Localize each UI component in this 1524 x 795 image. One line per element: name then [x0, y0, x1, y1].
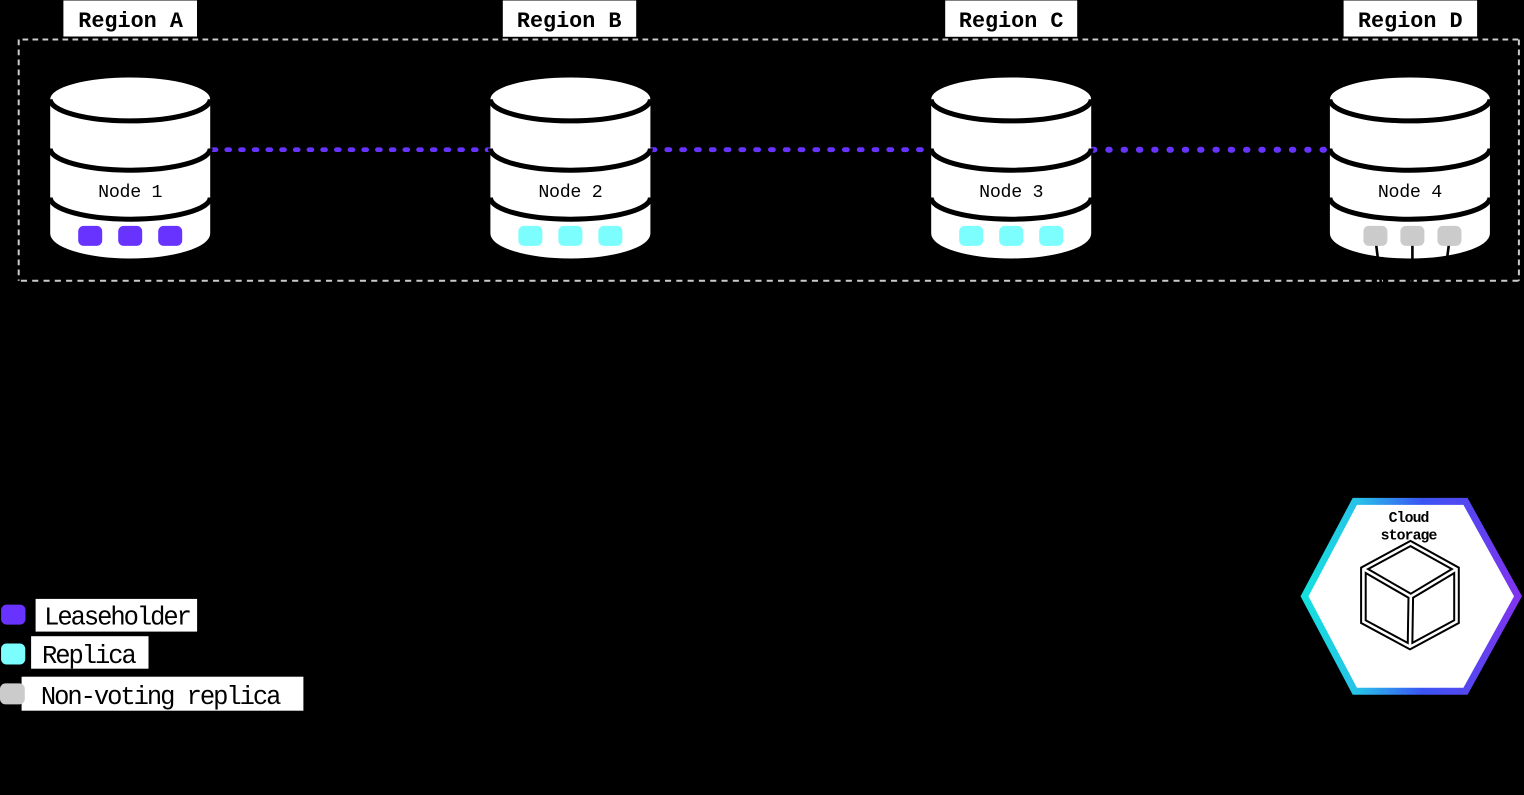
svg-text:storage: storage — [1381, 529, 1438, 545]
svg-text:Region A: Region A — [78, 9, 184, 34]
svg-text:Node 2: Node 2 — [538, 183, 602, 203]
svg-text:Region C: Region C — [959, 9, 1064, 34]
svg-text:Region D: Region D — [1358, 9, 1463, 34]
svg-text:Replica: Replica — [42, 642, 137, 671]
svg-text:Cloud: Cloud — [1389, 511, 1429, 527]
svg-text:Non-voting replica: Non-voting replica — [41, 683, 281, 712]
svg-text:Region B: Region B — [517, 9, 622, 34]
svg-text:Node 1: Node 1 — [98, 183, 162, 203]
svg-text:Node 4: Node 4 — [1378, 183, 1442, 203]
svg-text:Node 3: Node 3 — [979, 183, 1043, 203]
svg-text:Leaseholder: Leaseholder — [44, 603, 191, 632]
